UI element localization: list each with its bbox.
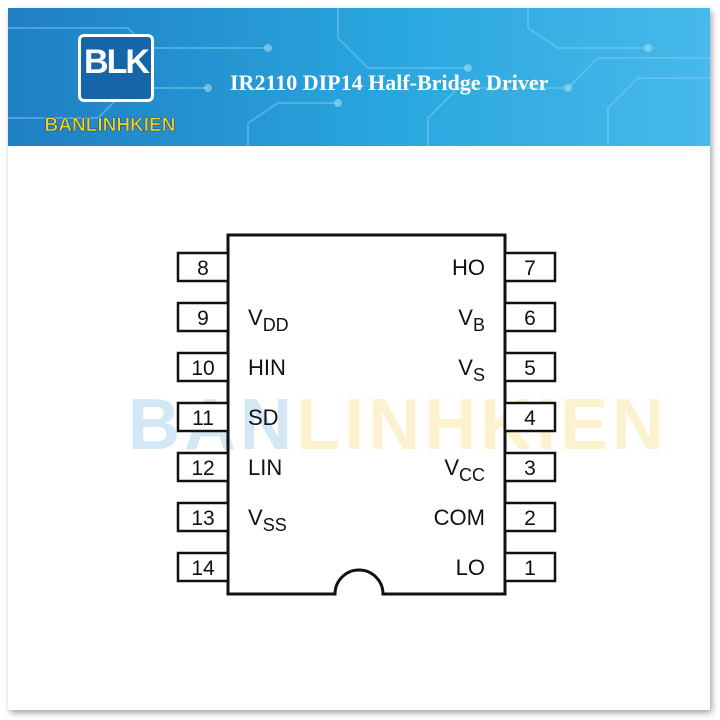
pin-10-label: HIN — [248, 355, 286, 380]
pin-1-box — [503, 551, 557, 583]
pin-11-number: 11 — [192, 407, 214, 430]
logo-mark: BLK — [84, 43, 150, 81]
pin-12-label: LIN — [248, 455, 282, 480]
pin-14-box — [176, 551, 230, 583]
pin-4-number: 4 — [524, 407, 536, 430]
circuit-pattern-icon — [8, 8, 710, 146]
pin-5-label: VS — [458, 355, 485, 385]
ic-body-outline — [226, 233, 507, 596]
pin-3-box — [503, 451, 557, 483]
pin-12-box — [176, 451, 230, 483]
brand-logo[interactable]: BLK BANLINHKIEN — [30, 22, 190, 142]
pin-13-box — [176, 501, 230, 533]
pin-8-number: 8 — [197, 257, 209, 280]
pin-8-box — [176, 251, 230, 283]
pin-7-box — [503, 251, 557, 283]
page-title: IR2110 DIP14 Half-Bridge Driver — [230, 70, 549, 95]
pin-4-box — [503, 401, 557, 433]
pin-14-number: 14 — [191, 557, 215, 580]
logo-name: BANLINHKIEN — [44, 115, 176, 137]
pin-5-box — [503, 351, 557, 383]
pin-13-label: VSS — [248, 505, 287, 535]
header-banner: BLK BANLINHKIEN IR2110 DIP14 Half-Bridge… — [8, 8, 710, 146]
chip-logo-icon: BLK — [78, 34, 154, 102]
pin-5-number: 5 — [524, 357, 536, 380]
pin-11-box — [176, 401, 230, 433]
pin-6-label: VB — [458, 305, 485, 335]
pin-9-number: 9 — [197, 307, 209, 330]
pin-10-box — [176, 351, 230, 383]
pin-6-number: 6 — [524, 307, 536, 330]
pin-11-label: SD — [248, 405, 279, 430]
pin-12-number: 12 — [191, 457, 214, 480]
pin-13-number: 13 — [191, 507, 214, 530]
pin-3-number: 3 — [524, 457, 536, 480]
watermark-part-2: LINHKIEN — [296, 385, 668, 465]
pin-3-label: VCC — [444, 455, 485, 485]
pin-7-label: HO — [452, 255, 485, 280]
pin-9-label: VDD — [248, 305, 289, 335]
pin-6-box — [503, 301, 557, 333]
pin-2-box — [503, 501, 557, 533]
pin-9-box — [176, 301, 230, 333]
pin-1-number: 1 — [524, 557, 536, 580]
pin-10-number: 10 — [191, 357, 214, 380]
pin-2-label: COM — [434, 505, 485, 530]
pin-1-label: LO — [456, 555, 485, 580]
pin-7-number: 7 — [524, 257, 536, 280]
pin-2-number: 2 — [524, 507, 536, 530]
